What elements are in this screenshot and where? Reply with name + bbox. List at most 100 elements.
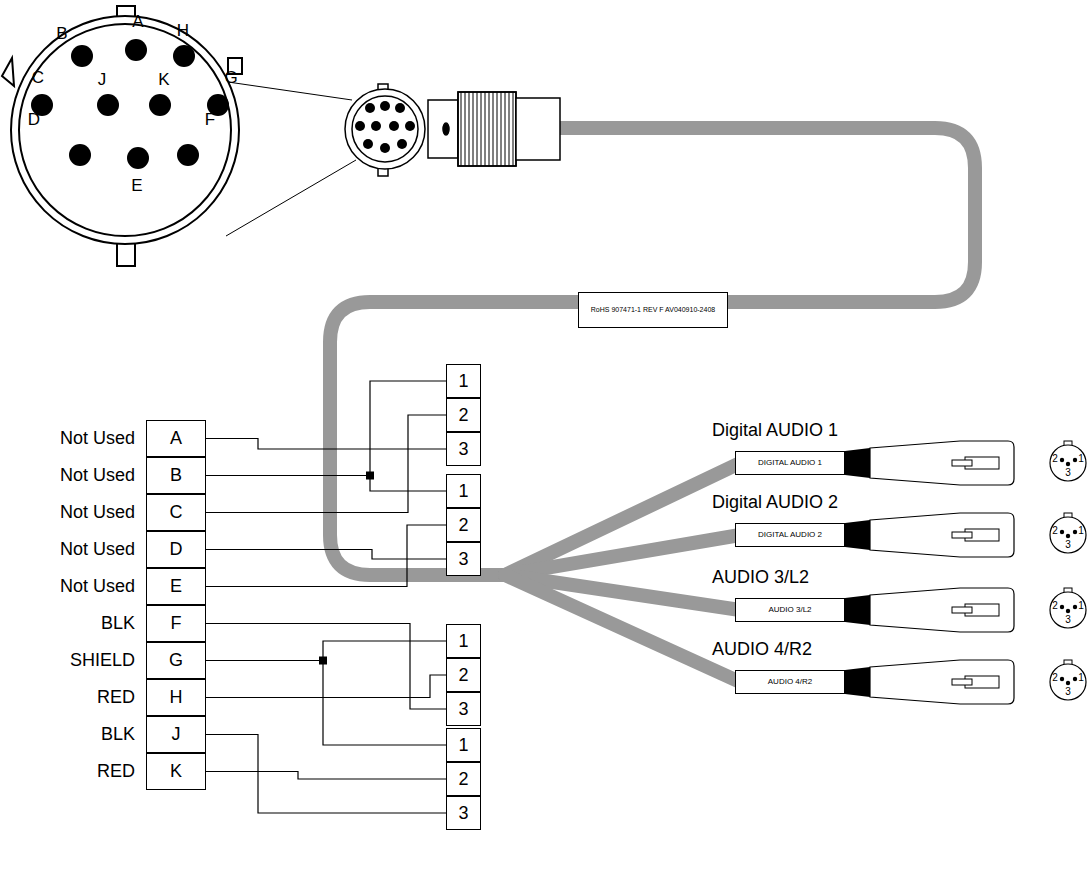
cable-branch — [505, 463, 740, 575]
wire-color: RED — [97, 688, 135, 708]
strain-relief — [845, 595, 870, 625]
xlr-pin-number: 3 — [1065, 467, 1071, 478]
cable-branch — [505, 535, 740, 575]
xlr-pin-box: 1 — [446, 474, 481, 508]
xlr-face — [1050, 445, 1086, 481]
strain-relief — [845, 448, 870, 478]
node-text: DIGITAL AUDIO 2 — [758, 531, 822, 539]
node-text: DIGITAL AUDIO 1 — [758, 459, 822, 467]
face-rim — [11, 16, 239, 244]
plug-label-box: AUDIO 4/R2 — [735, 670, 845, 694]
node-text: G — [169, 651, 183, 670]
xlr-pin — [1060, 605, 1064, 609]
xlr-pin-number: 1 — [1078, 453, 1084, 464]
zoom-line — [228, 82, 352, 100]
wire-color: BLK — [101, 725, 135, 745]
xlr-pin-number: 2 — [1052, 525, 1058, 536]
pin-letter: E — [131, 177, 142, 196]
xlr-pin-number: 1 — [1078, 525, 1084, 536]
pin-letter: C — [32, 69, 44, 88]
latch — [952, 607, 972, 613]
wire — [206, 772, 446, 780]
node-text: H — [170, 688, 183, 707]
node-text: 1 — [458, 632, 468, 651]
connector-pin-box: H — [146, 679, 206, 716]
node-text: B — [170, 466, 182, 485]
node-text: 3 — [458, 804, 468, 823]
xlr-plug — [845, 588, 1086, 632]
wire-color: SHIELD — [70, 651, 135, 671]
connector-inner — [352, 96, 418, 162]
wire — [206, 735, 446, 814]
wire — [206, 439, 446, 450]
node-text: 2 — [458, 666, 468, 685]
xlr-pin-number: 2 — [1052, 453, 1058, 464]
side-tab — [2, 58, 14, 86]
pin-note: Not Used — [60, 577, 135, 597]
node-text: RoHS 907471-1 REV F AV040910-2408 — [591, 306, 715, 313]
node-text: D — [170, 540, 183, 559]
coupling-ring — [428, 100, 458, 158]
xlr-face — [1050, 517, 1086, 553]
pin-socket — [173, 45, 195, 67]
xlr-pin — [1073, 530, 1077, 534]
xlr-pin-number: 2 — [1052, 600, 1058, 611]
pin-letter: K — [158, 71, 169, 90]
wire — [206, 675, 446, 698]
strain-relief — [845, 520, 870, 550]
wire — [206, 525, 446, 587]
pin — [389, 121, 399, 131]
latch — [443, 123, 449, 135]
cable-tag: RoHS 907471-1 REV F AV040910-2408 — [578, 292, 728, 328]
xlr-plug — [845, 660, 1086, 704]
node-text: A — [170, 429, 182, 448]
pin — [380, 143, 390, 153]
node-text: 1 — [458, 372, 468, 391]
xlr-pin — [1060, 530, 1064, 534]
node-text: 2 — [458, 516, 468, 535]
pin-letter: A — [132, 13, 143, 32]
wire — [206, 550, 446, 560]
zoom-line — [226, 160, 356, 236]
plug-shell — [870, 588, 1014, 632]
xlr-pin-box: 2 — [446, 398, 481, 432]
xlr-pin — [1066, 681, 1070, 685]
wire — [206, 661, 446, 746]
plug-title: AUDIO 4/R2 — [712, 640, 812, 660]
connector-pin-box: G — [146, 642, 206, 679]
xlr-pin-box: 3 — [446, 542, 481, 576]
pin-letter: H — [177, 22, 189, 41]
knurling — [458, 92, 516, 166]
node-text: 1 — [458, 482, 468, 501]
xlr-pin-number: 3 — [1065, 614, 1071, 625]
xlr-pin — [1066, 462, 1070, 466]
connector-pin-box: E — [146, 568, 206, 605]
plug-label-box: AUDIO 3/L2 — [735, 598, 845, 622]
node-text: J — [172, 725, 181, 744]
plug-shell — [870, 513, 1014, 557]
xlr-plug — [845, 513, 1086, 557]
latch — [952, 532, 972, 538]
plug-label-box: DIGITAL AUDIO 2 — [735, 523, 845, 547]
xlr-pin — [1066, 534, 1070, 538]
node-text: K — [170, 762, 182, 781]
pin-letter: J — [98, 71, 107, 90]
xlr-pin-box: 2 — [446, 762, 481, 796]
plug-shell — [870, 660, 1014, 704]
xlr-pin-box: 3 — [446, 796, 481, 830]
xlr-pin-number: 3 — [1065, 539, 1071, 550]
pin — [397, 139, 407, 149]
xlr-pin-box: 2 — [446, 658, 481, 692]
xlr-pin-number: 3 — [1065, 686, 1071, 697]
xlr-face — [1050, 664, 1086, 700]
connector-pin-box: F — [146, 605, 206, 642]
pin-letter: G — [224, 69, 237, 88]
xlr-pin-box: 2 — [446, 508, 481, 542]
xlr-pin — [1066, 609, 1070, 613]
pin — [355, 121, 365, 131]
xlr-plug — [845, 441, 1086, 485]
pin-socket — [149, 94, 171, 116]
xlr-pin-box: 1 — [446, 624, 481, 658]
xlr-pin-number: 2 — [1052, 672, 1058, 683]
xlr-pin-number: 1 — [1078, 672, 1084, 683]
